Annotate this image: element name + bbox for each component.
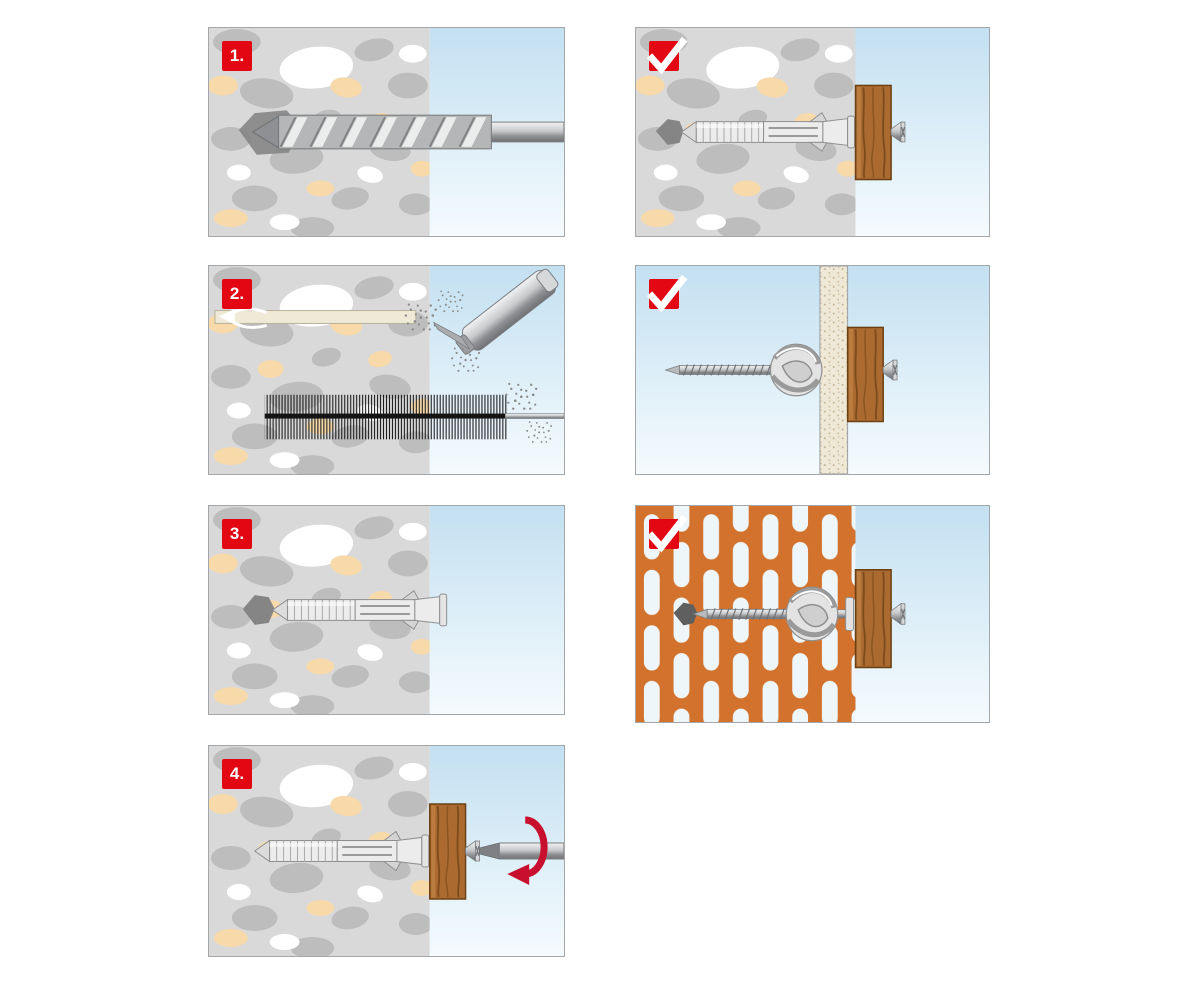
- insert-anchor-illustration: [209, 506, 564, 714]
- check-icon: [646, 36, 688, 75]
- screwdriver-icon: [479, 842, 564, 860]
- drill-bit-icon: [238, 110, 564, 155]
- screw-thread-icon: [665, 363, 778, 377]
- drilled-hole: [242, 595, 275, 625]
- step-2-badge: 2.: [222, 279, 252, 309]
- panel-step-2-clean-hole: 2.: [208, 265, 565, 475]
- anchored-perforated-brick-illustration: [636, 506, 989, 722]
- result-check-badge: [646, 274, 688, 313]
- result-check-badge: [646, 514, 688, 553]
- knotted-anchor-icon: [786, 587, 837, 640]
- anchored-solid-wall-illustration: [636, 28, 989, 236]
- plasterboard-panel: [819, 266, 849, 474]
- knotted-anchor-icon: [770, 344, 821, 396]
- drill-shank: [490, 121, 564, 143]
- anchored-hollow-panel-illustration: [636, 266, 989, 474]
- wooden-board: [854, 568, 893, 669]
- drilled-hole: [673, 602, 698, 626]
- cleaning-brush-icon: [264, 394, 564, 440]
- check-icon: [646, 274, 688, 313]
- panel-result-perforated-brick: [635, 505, 990, 723]
- air-out-arrow-icon: [218, 308, 235, 325]
- step-1-badge: 1.: [222, 41, 252, 71]
- anchor-flange: [845, 597, 855, 631]
- step-4-badge: 4.: [222, 759, 252, 789]
- clean-hole-illustration: [209, 266, 564, 474]
- panel-step-4-drive-screw: 4.: [208, 745, 565, 957]
- result-check-badge: [646, 36, 688, 75]
- panel-step-3-insert-anchor: 3.: [208, 505, 565, 715]
- drilled-hole: [655, 119, 684, 145]
- drive-screw-illustration: [209, 746, 564, 956]
- blow-pump-icon: [432, 268, 559, 355]
- drill-hole-illustration: [209, 28, 564, 236]
- wooden-board: [854, 84, 893, 181]
- drilled-hole: [214, 307, 417, 329]
- panel-result-hollow-panel: [635, 265, 990, 475]
- check-icon: [646, 514, 688, 553]
- panel-step-1-drill-hole: 1.: [208, 27, 565, 237]
- sky-background: [429, 506, 564, 714]
- rotation-arrow-icon: [507, 816, 548, 885]
- wooden-board: [428, 803, 467, 900]
- panel-result-solid-wall: [635, 27, 990, 237]
- wooden-board: [846, 326, 885, 423]
- step-3-badge: 3.: [222, 519, 252, 549]
